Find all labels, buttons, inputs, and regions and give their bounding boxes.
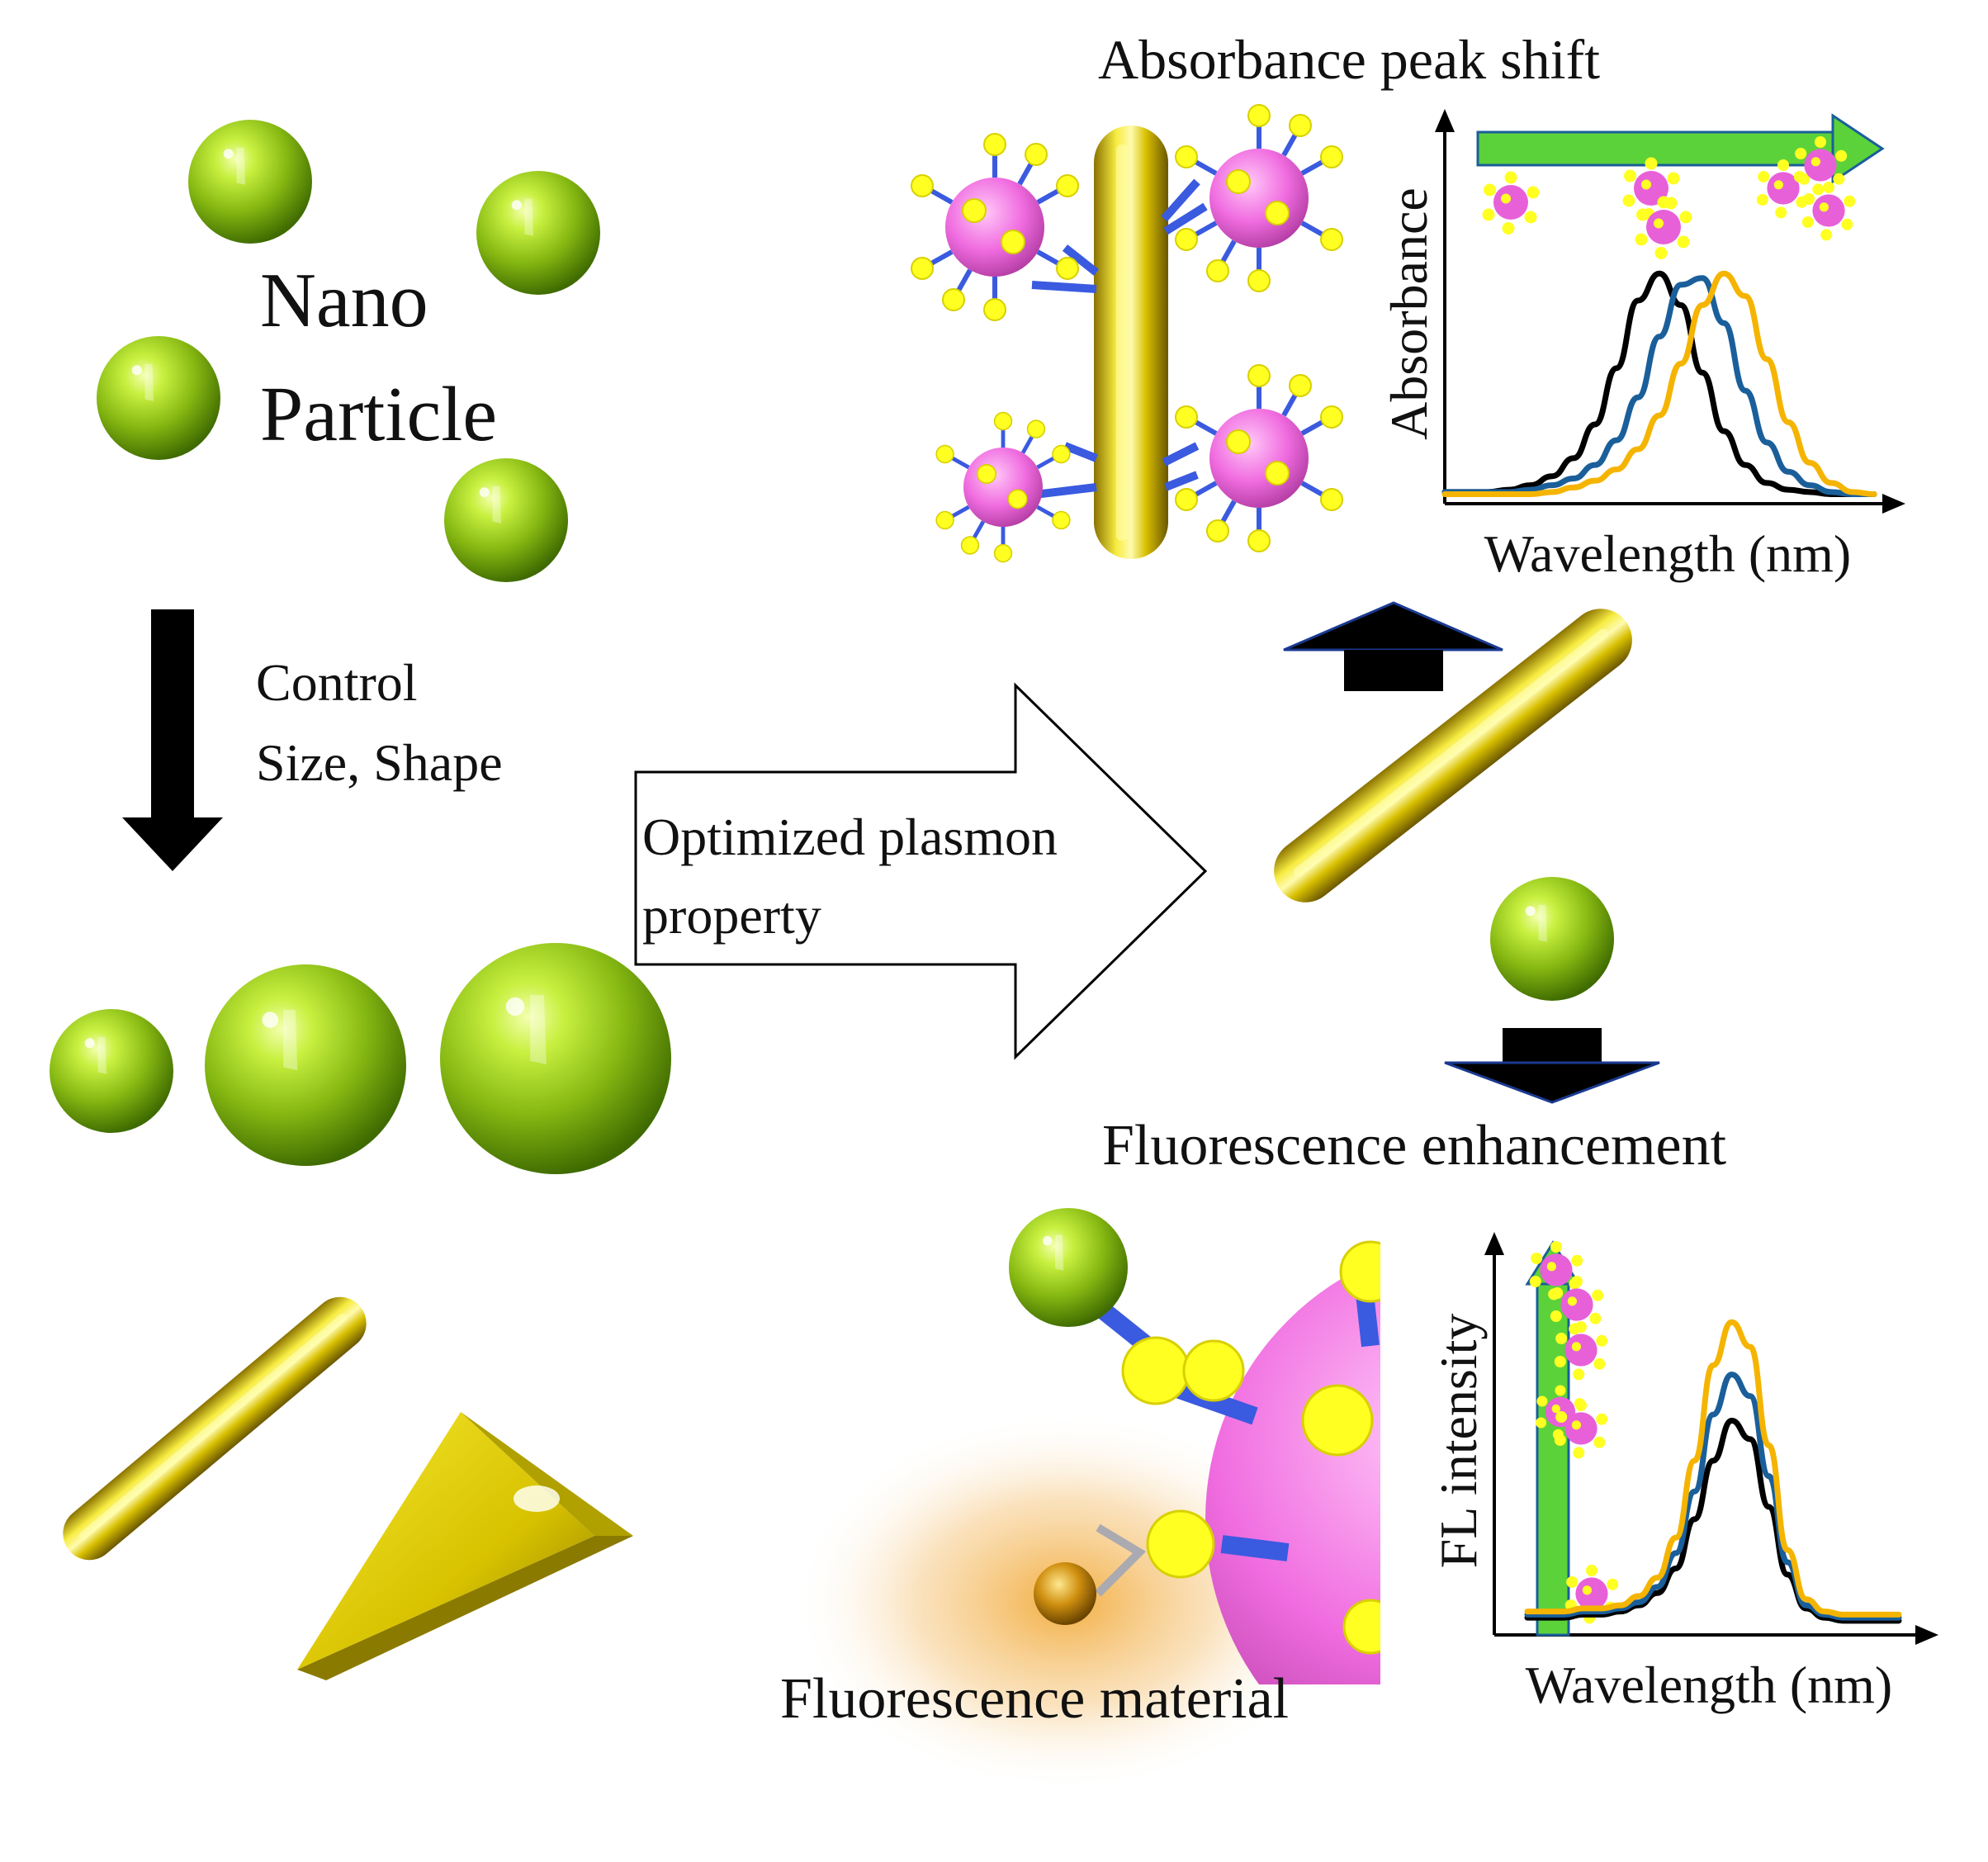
nano-label: Nano	[260, 258, 428, 343]
virus-3	[936, 413, 1070, 562]
x-axis-label: Wavelength (nm)	[1484, 524, 1851, 583]
property-label: property	[642, 886, 821, 945]
optimized-label: Optimized plasmon	[642, 808, 1058, 866]
y-axis-label: FL intensity	[1429, 1314, 1488, 1569]
series-line-2	[1524, 1319, 1902, 1618]
fluorescence-sphere	[1009, 1208, 1128, 1327]
series-line-1	[1441, 275, 1877, 498]
nano-sphere-2	[476, 171, 600, 295]
optimized-arrow	[634, 682, 1208, 1060]
down-arrow-right	[1444, 1028, 1660, 1104]
mini-virus	[1756, 159, 1810, 219]
fluorescence-gold-ball	[1034, 1562, 1096, 1625]
down-arrow	[122, 609, 223, 871]
up-arrow	[1283, 601, 1503, 691]
control-label: Control	[256, 653, 418, 712]
nano-sphere-4	[444, 458, 568, 582]
x-axis-arrowhead	[1915, 1625, 1938, 1645]
y-axis-arrowhead	[1435, 109, 1455, 132]
series-line-0	[1524, 1418, 1902, 1624]
x-axis-arrowhead	[1882, 494, 1905, 514]
size-shape-label: Size, Shape	[256, 733, 503, 792]
virus-2	[1176, 105, 1342, 291]
y-axis-label: Absorbance	[1380, 187, 1438, 440]
y-axis-arrowhead	[1484, 1232, 1504, 1255]
nano-sphere-1	[188, 120, 312, 244]
fluorescence-material-label: Fluorescence material	[780, 1667, 1289, 1731]
particle-label: Particle	[260, 372, 497, 457]
nanorod-left	[63, 1296, 367, 1561]
series-line-0	[1441, 270, 1877, 498]
bio-complex-rod	[1094, 126, 1168, 559]
shift-arrow-head	[1831, 113, 1885, 184]
small-sphere	[50, 1009, 173, 1133]
absorbance-title: Absorbance peak shift	[1098, 28, 1600, 91]
fluorescence-enhancement-title: Fluorescence enhancement	[1102, 1114, 1727, 1177]
mini-virus	[1482, 171, 1540, 235]
center-sphere	[1490, 877, 1614, 1001]
enhance-arrow-body	[1536, 1278, 1570, 1637]
series-line-1	[1524, 1372, 1902, 1621]
virus-1	[911, 134, 1078, 320]
mini-virus	[1622, 157, 1680, 220]
nano-sphere-3	[97, 336, 220, 460]
mini-virus	[1635, 196, 1692, 259]
medium-sphere	[205, 964, 406, 1166]
nanorod-center	[1274, 609, 1632, 903]
mini-virus	[1801, 182, 1856, 241]
x-axis-label: Wavelength (nm)	[1526, 1656, 1892, 1714]
virus-4	[1176, 365, 1342, 552]
series-line-2	[1441, 270, 1877, 498]
large-sphere	[440, 943, 671, 1174]
nano-triangle	[297, 1412, 633, 1680]
